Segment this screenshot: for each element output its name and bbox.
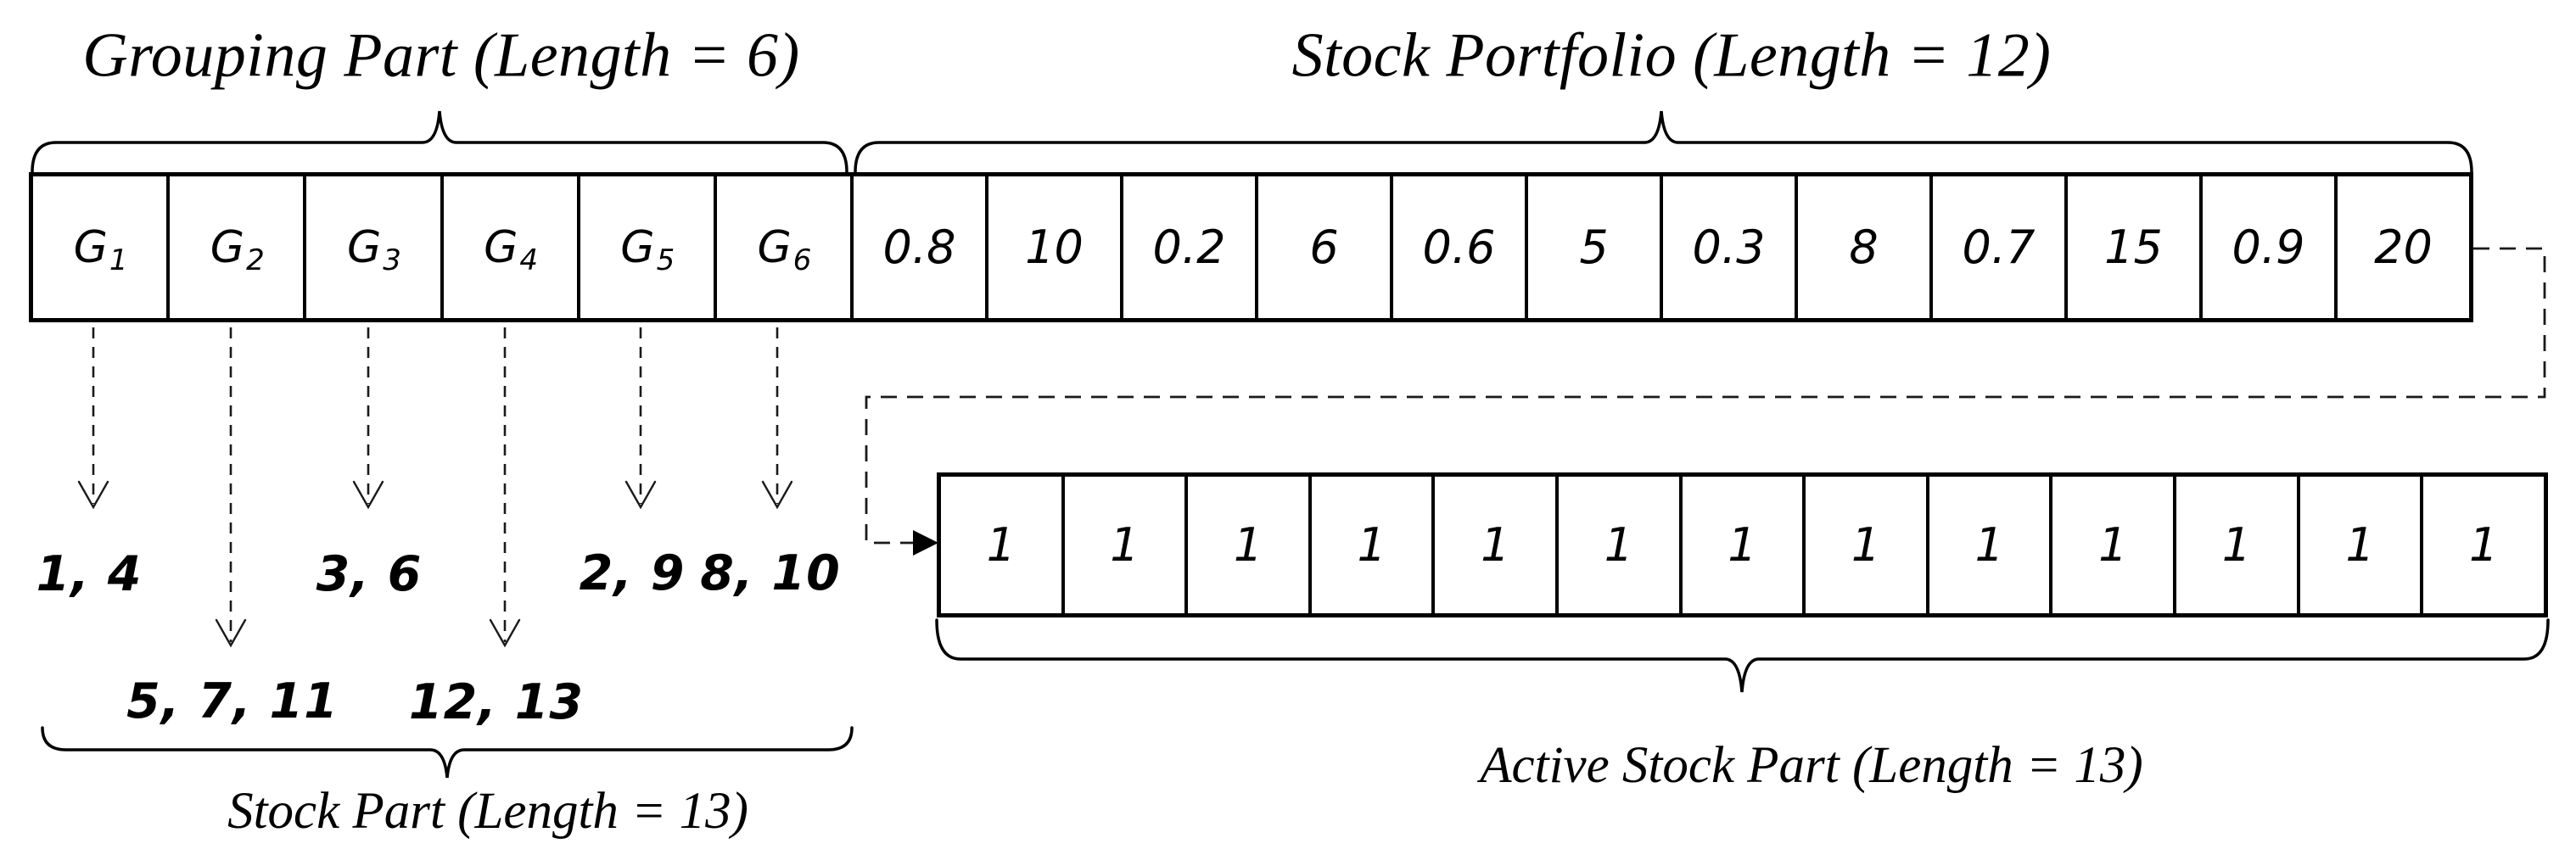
portfolio-cell: 10 [988, 176, 1123, 318]
g4-label: G [484, 221, 518, 273]
active-cell: 1 [941, 477, 1065, 613]
g4-subscript: 4 [519, 243, 539, 277]
active-stock-row: 1 1 1 1 1 1 1 1 1 1 1 1 1 [937, 472, 2548, 617]
wrap-connector [865, 247, 2546, 545]
assignment-label-g5: 2, 9 [579, 545, 686, 601]
assignment-label-g2: 5, 7, 11 [126, 673, 339, 729]
stock-portfolio-title: Stock Portfolio (Length = 12) [1291, 20, 2052, 91]
g2-subscript: 2 [246, 243, 265, 277]
arrow-g5-head [624, 480, 657, 510]
portfolio-cell: 0.2 [1123, 176, 1258, 318]
assignment-label-g4: 12, 13 [408, 674, 585, 730]
portfolio-cell: 0.6 [1393, 176, 1528, 318]
active-cell: 1 [1065, 477, 1189, 613]
assignment-label-g6: 8, 10 [700, 545, 841, 601]
g5-subscript: 5 [656, 243, 675, 277]
g1-subscript: 1 [109, 243, 128, 277]
arrow-g1-head [77, 480, 109, 510]
arrow-g6-head [761, 480, 793, 510]
arrow-g4-head [489, 618, 521, 648]
g2-label: G [210, 221, 245, 273]
active-part-brace [935, 618, 2550, 693]
g1-label: G [73, 221, 108, 273]
active-cell: 1 [1559, 477, 1683, 613]
portfolio-cell: 0.8 [854, 176, 988, 318]
portfolio-section: 0.8 10 0.2 6 0.6 5 0.3 8 0.7 15 0.9 20 [854, 176, 2469, 318]
active-cell: 1 [2176, 477, 2300, 613]
g3-subscript: 3 [383, 243, 401, 277]
active-stock-part-label: Active Stock Part (Length = 13) [1480, 737, 2143, 794]
portfolio-cell: 0.7 [1933, 176, 2068, 318]
g3-label: G [346, 221, 382, 273]
stock-part-label: Stock Part (Length = 13) [227, 783, 748, 840]
connector-arrowhead [913, 530, 938, 556]
active-cell: 1 [1312, 477, 1436, 613]
arrow-g2-head [215, 618, 247, 648]
portfolio-cell: 8 [1798, 176, 1933, 318]
g6-subscript: 6 [792, 243, 812, 277]
grouping-part-title: Grouping Part (Length = 6) [82, 20, 800, 91]
grouping-brace [31, 110, 848, 174]
active-cell: 1 [1806, 477, 1929, 613]
portfolio-cell: 15 [2068, 176, 2203, 318]
active-cell: 1 [1188, 477, 1312, 613]
g5-label: G [620, 221, 655, 273]
portfolio-cell: 0.3 [1663, 176, 1798, 318]
assignment-label-g3: 3, 6 [316, 546, 423, 602]
active-cell: 1 [1683, 477, 1806, 613]
portfolio-cell: 6 [1258, 176, 1393, 318]
portfolio-cell: 20 [2374, 221, 2433, 274]
portfolio-brace [854, 110, 2473, 174]
stock-part-brace [41, 726, 854, 779]
active-cell: 1 [2300, 477, 2424, 613]
portfolio-cell: 5 [1528, 176, 1663, 318]
active-cell: 1 [2468, 518, 2499, 572]
active-cell: 1 [1929, 477, 2053, 613]
arrow-g3-head [352, 480, 384, 510]
active-cell: 1 [1435, 477, 1560, 613]
assignment-label-g1: 1, 4 [36, 546, 143, 602]
portfolio-cell: 0.9 [2203, 176, 2338, 318]
active-cell: 1 [2052, 477, 2177, 613]
g6-label: G [757, 221, 792, 273]
